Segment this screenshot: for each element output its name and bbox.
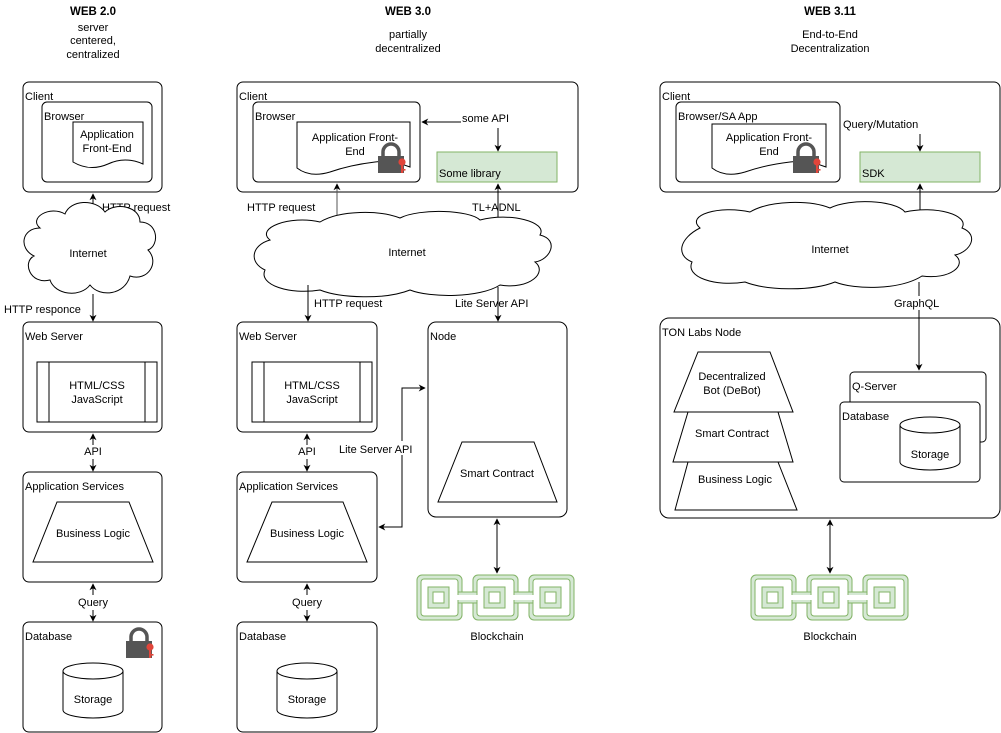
web20-web-server-label: Web Server bbox=[25, 331, 83, 343]
blockchain-icon bbox=[750, 574, 909, 621]
web30-web-content-box[interactable] bbox=[251, 361, 373, 423]
web20-subtitle-3: centralized bbox=[66, 49, 119, 61]
web20-storage-cylinder[interactable] bbox=[62, 662, 124, 719]
web311-smart-contract-label: Smart Contract bbox=[695, 428, 769, 440]
web30-web-server-label: Web Server bbox=[239, 331, 297, 343]
web30-some-library-box[interactable] bbox=[436, 151, 558, 183]
web20-client-label: Client bbox=[25, 91, 53, 103]
web20-database-label: Database bbox=[25, 631, 72, 643]
web30-lite-server-api-label: Lite Server API bbox=[339, 444, 412, 456]
web30-browser-label: Browser bbox=[255, 111, 296, 123]
web30-column: WEB 3.0 partially decentralized Client B… bbox=[236, 6, 579, 733]
web311-sdk-box[interactable] bbox=[859, 151, 981, 183]
web30-business-logic-label: Business Logic bbox=[270, 528, 344, 540]
web20-subtitle-1: server bbox=[78, 22, 109, 34]
web20-frontend-line1: Application bbox=[80, 129, 134, 141]
web20-business-logic[interactable] bbox=[32, 501, 154, 563]
web311-frontend-line2: End bbox=[759, 146, 779, 158]
web30-client-label: Client bbox=[239, 91, 267, 103]
web20-internet-label: Internet bbox=[69, 248, 106, 260]
web30-api-label: API bbox=[298, 446, 316, 458]
web30-business-logic[interactable] bbox=[246, 501, 368, 563]
web20-browser-label: Browser bbox=[44, 111, 85, 123]
web20-column: WEB 2.0 server centered, centralized Cli… bbox=[4, 6, 170, 733]
web20-web-content-line1: HTML/CSS bbox=[69, 380, 125, 392]
web311-internet-cloud bbox=[681, 201, 973, 290]
web311-q-server-label: Q-Server bbox=[852, 381, 897, 393]
web30-web-content-line2: JavaScript bbox=[286, 394, 337, 406]
web311-debot-line1: Decentralized bbox=[698, 371, 765, 383]
web311-blockchain-label: Blockchain bbox=[803, 631, 856, 643]
web20-app-services-label: Application Services bbox=[25, 481, 125, 493]
web30-subtitle-1: partially bbox=[389, 29, 427, 41]
web311-sdk-label: SDK bbox=[862, 168, 885, 180]
web311-query-mutation-label: Query/Mutation bbox=[843, 119, 918, 131]
web20-http-response-label: HTTP responce bbox=[4, 304, 81, 316]
web311-column: WEB 3.11 End-to-End Decentralization Cli… bbox=[659, 6, 1001, 643]
web30-node-label: Node bbox=[430, 331, 456, 343]
web20-query-label: Query bbox=[78, 597, 108, 609]
web30-lite-server-api-top-label: Lite Server API bbox=[455, 298, 528, 310]
web30-frontend-line2: End bbox=[345, 146, 365, 158]
web30-storage-label: Storage bbox=[288, 694, 327, 706]
web311-business-logic[interactable] bbox=[674, 461, 798, 511]
web30-frontend-line1: Application Front- bbox=[312, 132, 399, 144]
web311-ton-node-label: TON Labs Node bbox=[662, 327, 741, 339]
web311-subtitle-2: Decentralization bbox=[791, 43, 870, 55]
web30-database-label: Database bbox=[239, 631, 286, 643]
web311-storage-cylinder[interactable] bbox=[899, 416, 961, 471]
web30-title: WEB 3.0 bbox=[385, 6, 431, 18]
web30-http-request-down-label: HTTP request bbox=[314, 298, 382, 310]
web311-client-label: Client bbox=[662, 91, 690, 103]
web20-business-logic-label: Business Logic bbox=[56, 528, 130, 540]
web30-http-request-up-label: HTTP request bbox=[247, 202, 315, 214]
web30-tl-adnl-label: TL+ADNL bbox=[472, 202, 521, 214]
web311-browser-label: Browser/SA App bbox=[678, 111, 758, 123]
web20-frontend-line2: Front-End bbox=[83, 143, 132, 155]
web311-database-label: Database bbox=[842, 411, 889, 423]
web20-web-content-box[interactable] bbox=[36, 361, 158, 423]
web30-blockchain-label: Blockchain bbox=[470, 631, 523, 643]
web311-frontend-line1: Application Front- bbox=[726, 132, 813, 144]
web311-subtitle-1: End-to-End bbox=[802, 29, 858, 41]
web311-graphql-label: GraphQL bbox=[894, 298, 939, 310]
web311-internet-label: Internet bbox=[811, 244, 848, 256]
web30-storage-cylinder[interactable] bbox=[276, 662, 338, 719]
web20-api-label: API bbox=[84, 446, 102, 458]
web30-query-label: Query bbox=[292, 597, 322, 609]
web30-internet-cloud bbox=[253, 211, 552, 298]
web30-app-services-label: Application Services bbox=[239, 481, 339, 493]
blockchain-icon bbox=[416, 574, 575, 621]
web311-business-logic-label: Business Logic bbox=[698, 474, 772, 486]
web311-debot[interactable] bbox=[673, 351, 794, 413]
web30-some-api-label: some API bbox=[462, 113, 509, 125]
web311-smart-contract[interactable] bbox=[672, 411, 794, 463]
web30-subtitle-2: decentralized bbox=[375, 43, 440, 55]
web20-internet-cloud bbox=[23, 202, 156, 294]
web311-storage-label: Storage bbox=[911, 449, 950, 461]
web311-title: WEB 3.11 bbox=[804, 6, 856, 18]
web20-subtitle-2: centered, bbox=[70, 35, 116, 47]
web30-smart-contract[interactable] bbox=[437, 441, 558, 503]
web20-web-content-line2: JavaScript bbox=[71, 394, 122, 406]
web20-storage-label: Storage bbox=[74, 694, 113, 706]
web20-title: WEB 2.0 bbox=[70, 6, 116, 18]
web311-debot-line2: Bot (DeBot) bbox=[703, 385, 760, 397]
web30-some-library-label: Some library bbox=[439, 168, 501, 180]
web20-frontend-doc[interactable] bbox=[72, 121, 144, 168]
web30-web-content-line1: HTML/CSS bbox=[284, 380, 340, 392]
web30-internet-label: Internet bbox=[388, 247, 425, 259]
web30-lite-server-connector bbox=[378, 384, 426, 531]
web30-smart-contract-label: Smart Contract bbox=[460, 468, 534, 480]
